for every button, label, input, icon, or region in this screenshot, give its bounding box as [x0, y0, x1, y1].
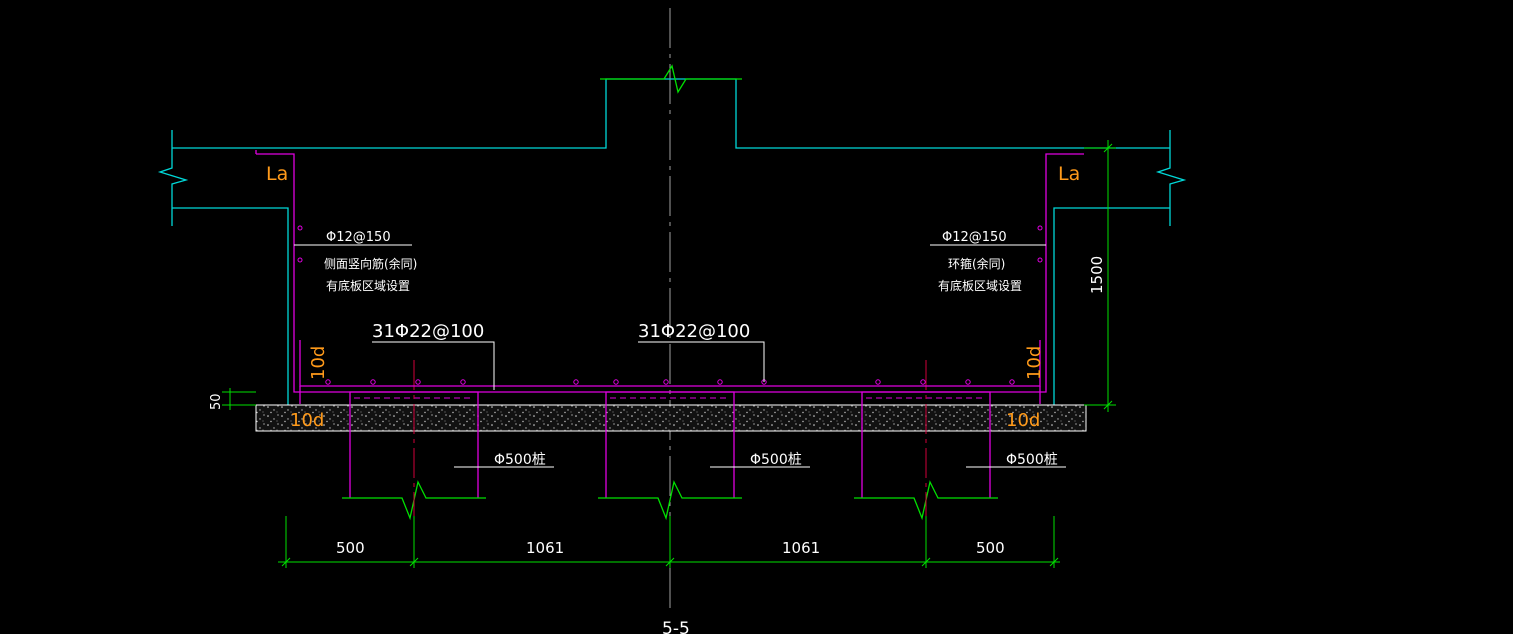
note-right-line1: 环箍(余同): [948, 256, 1005, 271]
column-break-mark: [600, 64, 742, 94]
dimension-height-1500: 1500: [1088, 256, 1106, 294]
section-title: 5-5: [662, 619, 690, 634]
anchor-label-left: La: [266, 163, 288, 185]
note-right-bar: Φ12@150: [942, 230, 1007, 245]
rebar-dots: [297, 225, 1043, 385]
dimension-1061-left: 1061: [526, 539, 564, 557]
hook-label-left-bottom: 10d: [290, 410, 324, 431]
main-bar-label-left: 31Φ22@100: [372, 321, 484, 342]
leader-lines: [294, 244, 1066, 468]
cap-concrete-outline: [157, 78, 1187, 405]
main-bar-label-right: 31Φ22@100: [638, 321, 750, 342]
dimension-lines: [222, 140, 1116, 568]
dimension-500-right: 500: [976, 539, 1005, 557]
pile-label-right: Φ500桩: [1006, 451, 1058, 468]
anchor-label-right: La: [1058, 163, 1080, 185]
note-left-line2: 有底板区域设置: [326, 278, 410, 293]
pile-label-left: Φ500桩: [494, 451, 546, 468]
dimension-1061-right: 1061: [782, 539, 820, 557]
note-right-line2: 有底板区域设置: [938, 278, 1022, 293]
hook-label-left-top: 10d: [308, 346, 329, 380]
dimension-500-left: 500: [336, 539, 365, 557]
note-left-bar: Φ12@150: [326, 230, 391, 245]
pile-axis-lines: [413, 360, 927, 520]
hook-label-right-top: 10d: [1024, 346, 1045, 380]
cushion-layer: [255, 404, 1087, 432]
note-left-line1: 侧面竖向筋(余同): [324, 256, 417, 271]
dimension-cushion-50: 50: [209, 393, 224, 410]
reinforcement-bars: [255, 150, 1084, 404]
hook-label-right-bottom: 10d: [1006, 410, 1040, 431]
pile-label-middle: Φ500桩: [750, 451, 802, 468]
